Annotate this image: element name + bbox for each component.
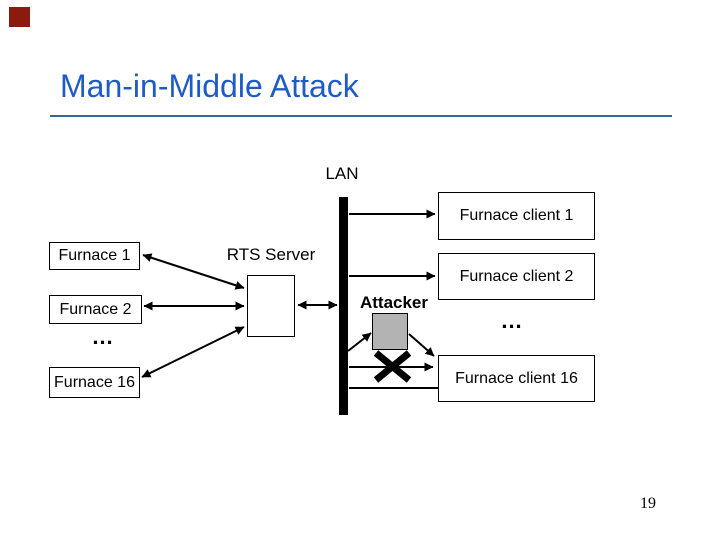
corner-logo <box>9 7 30 27</box>
arrow-furnace16-rts <box>141 326 245 378</box>
attacker-label: Attacker <box>359 293 429 312</box>
page-title: Man-in-Middle Attack <box>60 68 359 104</box>
attacker-box <box>372 313 408 350</box>
furnace-client-1-box: Furnace client 1 <box>438 192 595 240</box>
furnace-client-16-box: Furnace client 16 <box>438 355 595 402</box>
arrow-bus-attacker <box>347 332 372 352</box>
blocked-x-icon <box>373 350 412 383</box>
arrow-attacker-client16 <box>408 333 435 357</box>
furnace-16-box: Furnace 16 <box>49 367 140 398</box>
lan-label: LAN <box>325 164 359 183</box>
furnace-2-box: Furnace 2 <box>49 295 142 324</box>
title-underline <box>50 115 672 117</box>
furnace-1-box: Furnace 1 <box>49 242 140 270</box>
furnace-client-2-box: Furnace client 2 <box>438 253 595 300</box>
client-ellipsis: ... <box>501 308 523 333</box>
lan-bus-line <box>339 197 348 415</box>
rts-server-box <box>247 275 295 337</box>
rts-server-label: RTS Server <box>226 245 316 264</box>
furnace-ellipsis: ... <box>92 324 114 349</box>
page-number: 19 <box>640 495 656 512</box>
